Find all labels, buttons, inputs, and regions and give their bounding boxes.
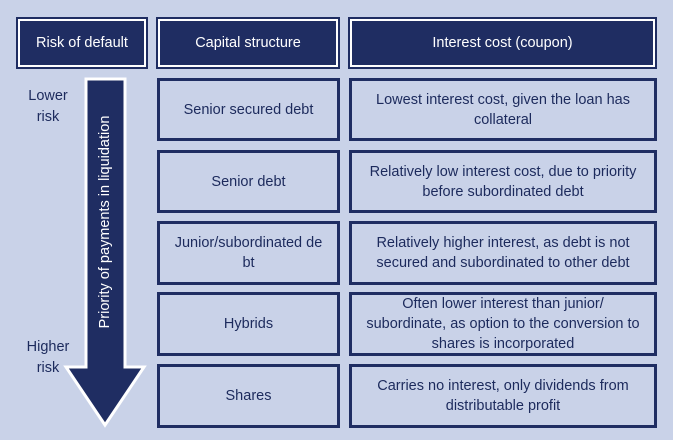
interest-row-5: Carries no interest, only dividends from… — [349, 364, 657, 428]
header-capital-label: Capital structure — [195, 35, 301, 51]
interest-row-3: Relatively higher interest, as debt is n… — [349, 221, 657, 285]
interest-label: Relatively higher interest, as debt is n… — [376, 235, 630, 271]
header-interest-cost: Interest cost (coupon) — [348, 17, 657, 69]
risk-label-higher: Higher risk — [26, 339, 70, 376]
header-interest-label: Interest cost (coupon) — [432, 35, 573, 51]
capital-row-2: Senior debt — [157, 150, 340, 213]
interest-label: Often lower interest than junior/ subord… — [366, 296, 640, 352]
capital-label: Hybrids — [223, 316, 274, 332]
header-risk-of-default: Risk of default — [16, 17, 148, 69]
header-risk-label: Risk of default — [36, 35, 128, 51]
capital-row-5: Shares — [157, 364, 340, 428]
capital-row-4: Hybrids — [157, 292, 340, 356]
interest-label: Lowest interest cost, given the loan has… — [376, 91, 630, 128]
interest-row-1: Lowest interest cost, given the loan has… — [349, 78, 657, 141]
capital-label: Senior debt — [211, 173, 286, 190]
arrow-label: Priority of payments in liquidation — [97, 115, 113, 329]
interest-row-4: Often lower interest than junior/ subord… — [349, 292, 657, 356]
capital-label: Shares — [225, 388, 272, 404]
interest-label: Carries no interest, only dividends from… — [377, 378, 629, 414]
interest-label: Relatively low interest cost, due to pri… — [369, 163, 637, 200]
risk-label-lower: Lower risk — [28, 88, 68, 125]
capital-label: Senior secured debt — [183, 101, 314, 118]
capital-row-3: Junior/subordinated debt — [157, 221, 340, 285]
header-capital-structure: Capital structure — [156, 17, 340, 69]
capital-row-1: Senior secured debt — [157, 78, 340, 141]
interest-row-2: Relatively low interest cost, due to pri… — [349, 150, 657, 213]
capital-label: Junior/subordinated debt — [174, 235, 323, 271]
